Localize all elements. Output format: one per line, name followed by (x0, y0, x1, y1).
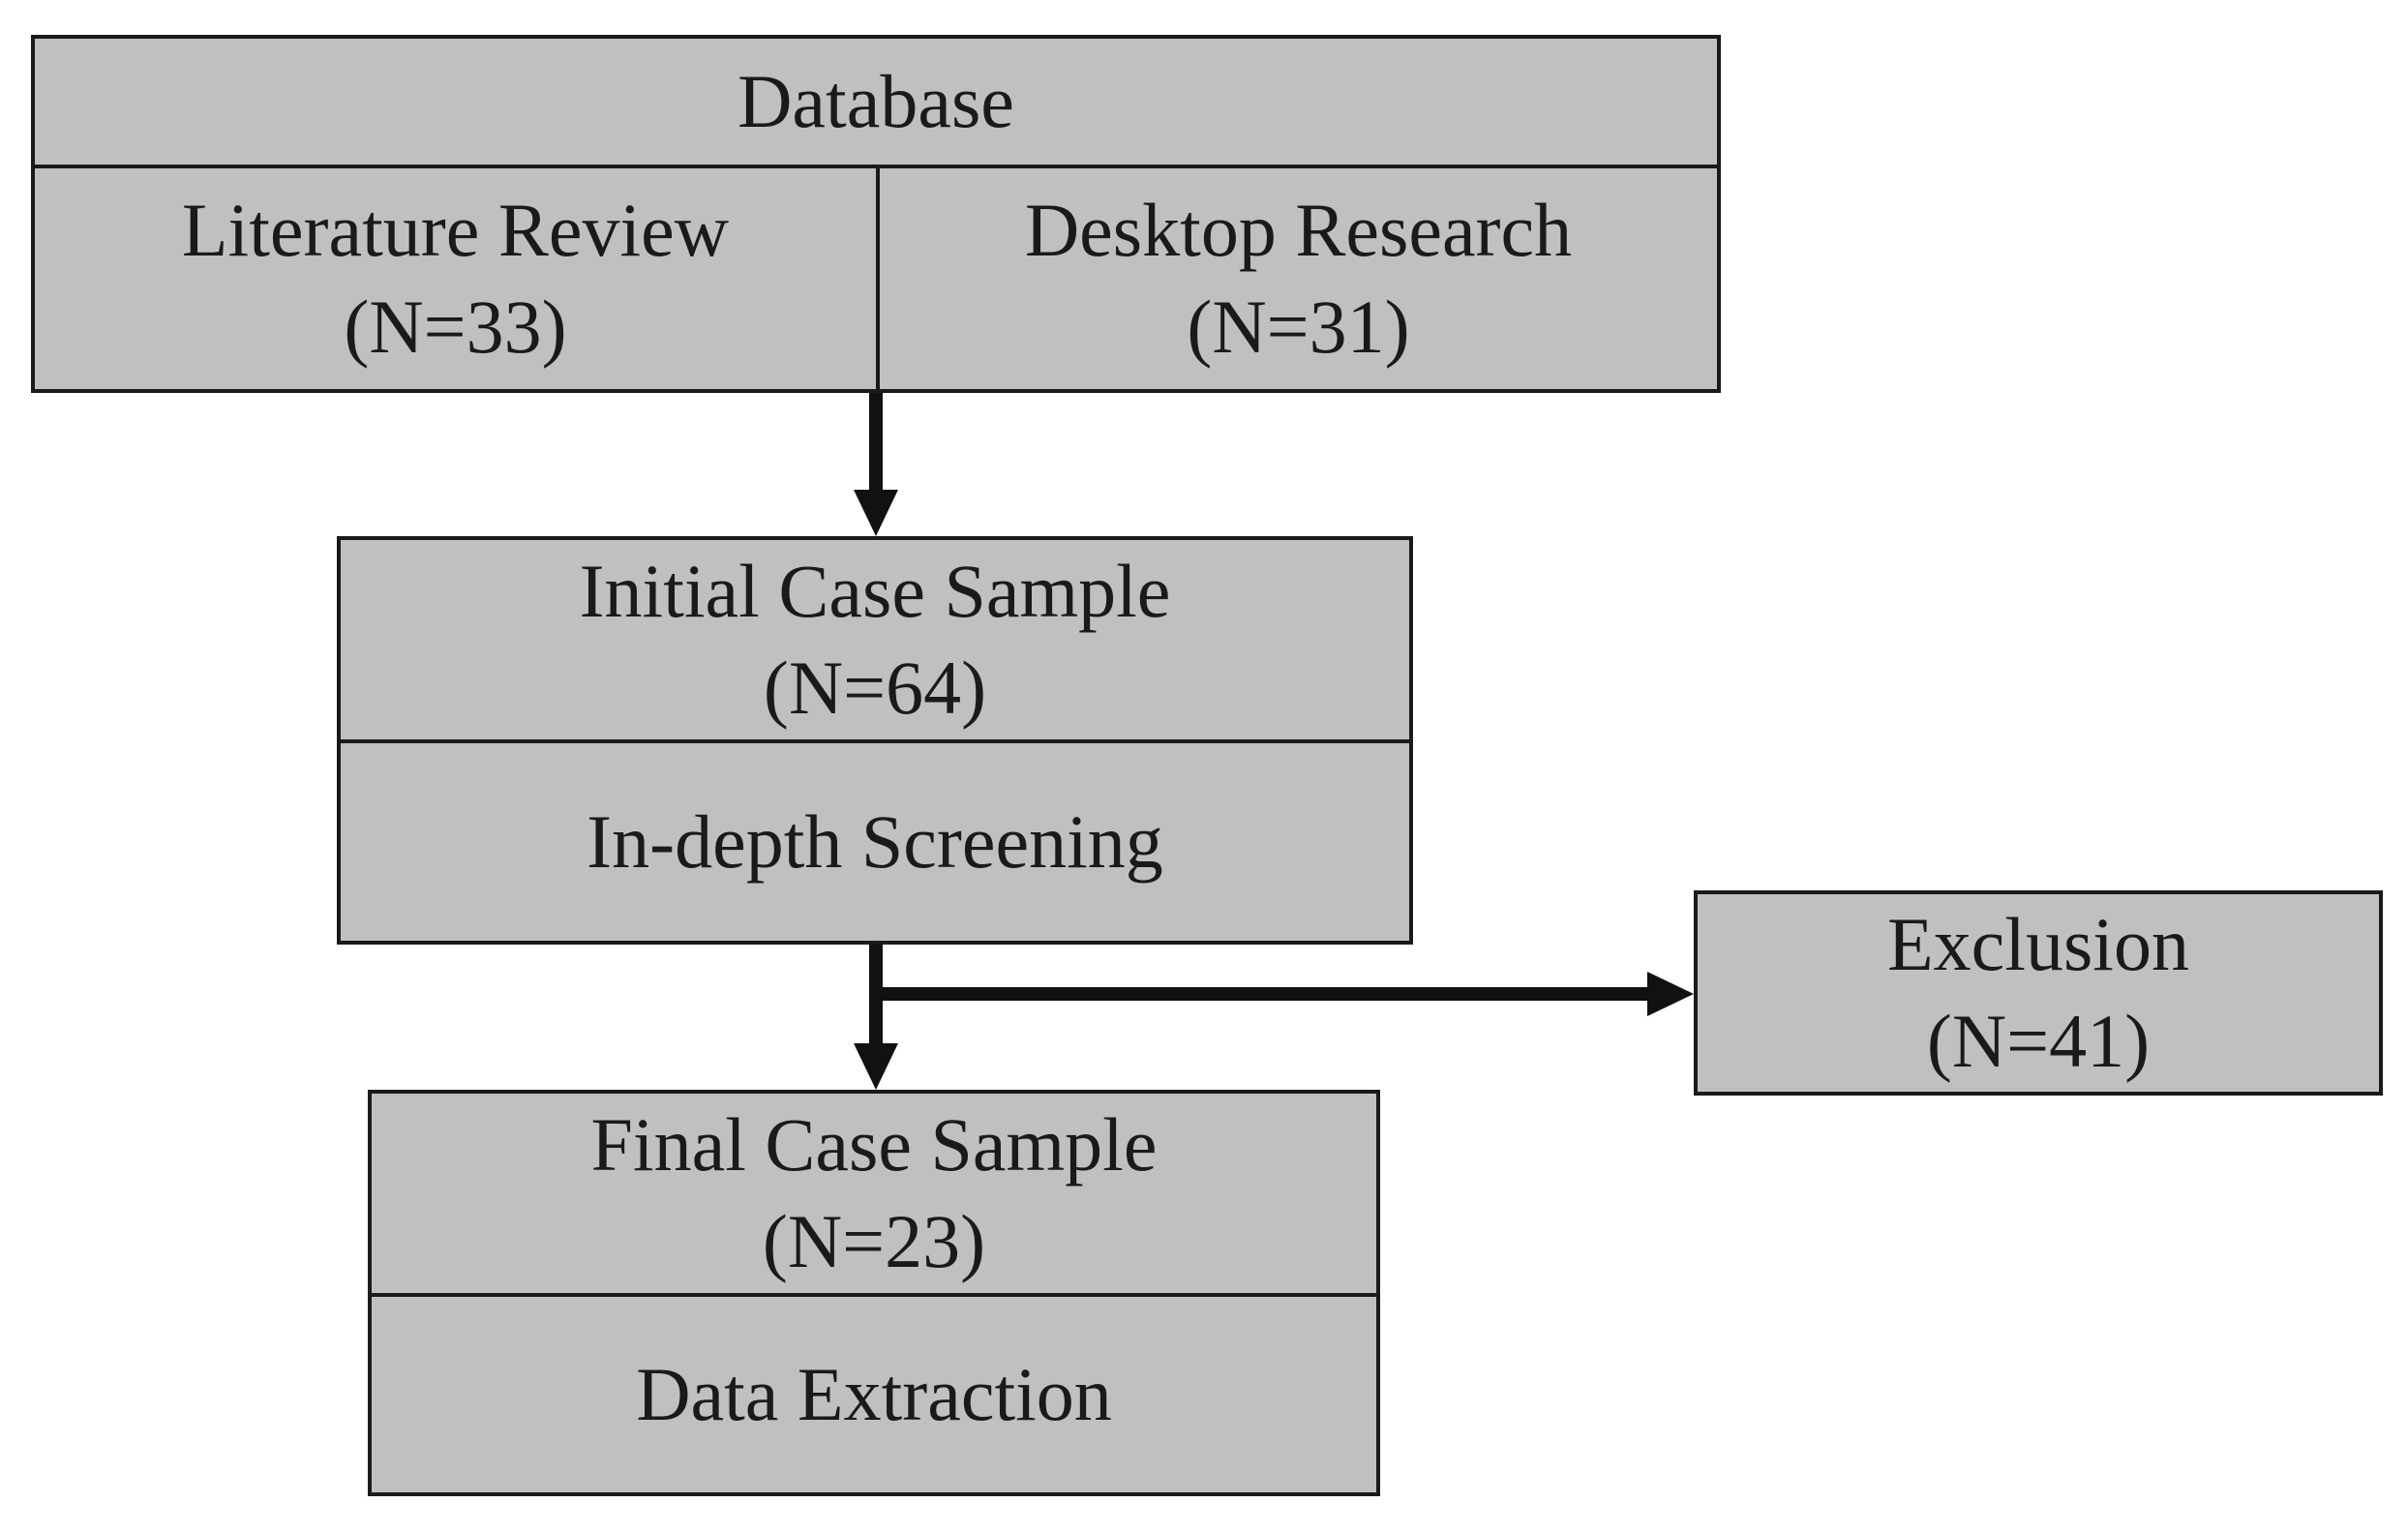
exclusion-box: Exclusion (N=41) (1694, 890, 2383, 1096)
literature-review-count: (N=33) (344, 285, 567, 369)
initial-case-sample-count: (N=64) (763, 646, 987, 730)
data-extraction-label: Data Extraction (636, 1352, 1112, 1436)
exclusion-count: (N=41) (1926, 999, 2151, 1083)
arrowhead-screening-to-final (854, 1043, 898, 1090)
desktop-research-box: Desktop Research (N=31) (876, 165, 1721, 393)
initial-case-sample-box: Initial Case Sample (N=64) (337, 536, 1413, 743)
initial-case-sample-label: Initial Case Sample (579, 549, 1171, 633)
exclusion-label: Exclusion (1887, 902, 2189, 986)
literature-review-box: Literature Review (N=33) (31, 165, 880, 393)
literature-review-label: Literature Review (181, 188, 730, 272)
final-case-sample-count: (N=23) (762, 1199, 986, 1283)
arrowhead-to-exclusion (1647, 972, 1694, 1016)
desktop-research-count: (N=31) (1187, 285, 1410, 369)
arrowhead-database-to-initial (854, 490, 898, 536)
in-depth-screening-label: In-depth Screening (587, 799, 1163, 884)
database-box: Database (31, 35, 1721, 168)
desktop-research-label: Desktop Research (1024, 188, 1573, 272)
database-title: Database (737, 59, 1014, 143)
final-case-sample-box: Final Case Sample (N=23) (368, 1090, 1380, 1297)
final-case-sample-label: Final Case Sample (590, 1102, 1158, 1187)
data-extraction-box: Data Extraction (368, 1293, 1380, 1496)
in-depth-screening-box: In-depth Screening (337, 739, 1413, 945)
